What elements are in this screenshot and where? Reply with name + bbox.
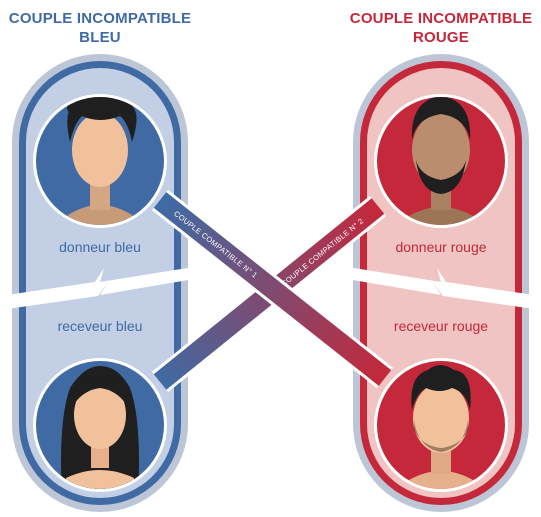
recipient-blue-label: receveur bleu (58, 318, 143, 334)
male-donor-blue-icon (30, 91, 170, 231)
recipient-red-label: receveur rouge (394, 318, 488, 334)
blue-incompatibility-break (0, 266, 200, 310)
right-pair-title-line2: ROUGE (413, 29, 469, 46)
left-pair-title-line2: BLEU (79, 29, 121, 46)
donor-blue-label: donneur bleu (59, 239, 141, 255)
left-pair-title-line1: COUPLE INCOMPATIBLE (9, 10, 191, 27)
donor-red-label: donneur rouge (395, 239, 486, 255)
right-pair-title-line1: COUPLE INCOMPATIBLE (350, 10, 532, 27)
red-incompatibility-break (341, 266, 541, 310)
female-recipient-blue-icon (30, 355, 170, 495)
male-donor-red-icon (371, 91, 511, 231)
male-recipient-red-icon (371, 355, 511, 495)
